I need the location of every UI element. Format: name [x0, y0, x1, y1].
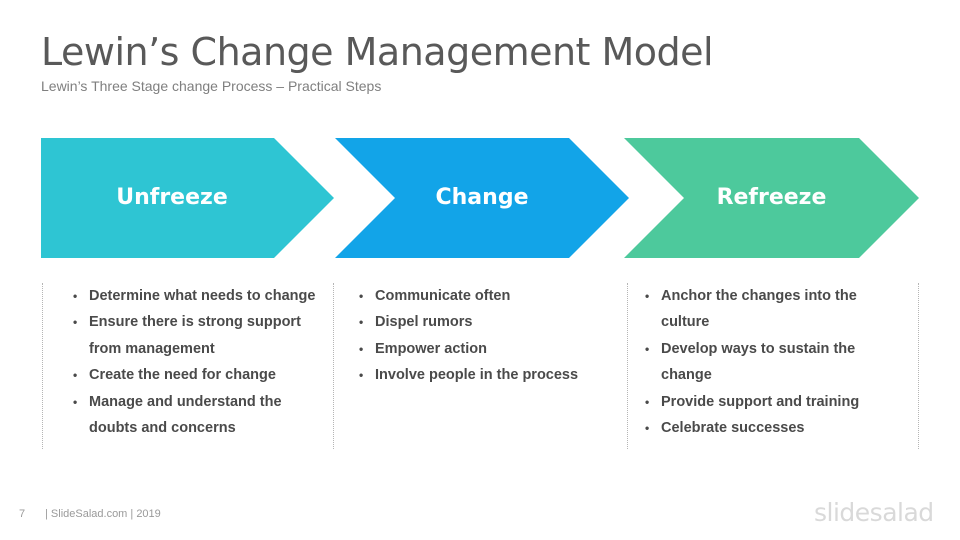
bullet-icon: •	[645, 394, 650, 409]
slide-title: Lewin’s Change Management Model	[41, 30, 714, 74]
bullet-icon: •	[73, 289, 78, 303]
bullet-icon: •	[359, 341, 364, 356]
list-item: •Create the need for change	[71, 362, 321, 388]
list-item: •Manage and understand the doubts and co…	[71, 389, 321, 442]
bullet-icon: •	[359, 315, 364, 330]
list-item: •Determine what needs to change	[71, 283, 321, 309]
bullet-icon: •	[73, 394, 78, 409]
list-item: •Dispel rumors	[357, 309, 607, 335]
dotted-divider	[42, 283, 43, 449]
bullet-icon: •	[645, 421, 650, 436]
list-item: •Empower action	[357, 336, 607, 362]
arrow-shape-change	[335, 138, 629, 258]
slidesalad-logo: slidesalad	[814, 498, 934, 527]
list-item: •Ensure there is strong support from man…	[71, 309, 321, 362]
list-item: •Involve people in the process	[357, 362, 607, 388]
footer-text: | SlideSalad.com | 2019	[45, 508, 161, 520]
arrow-shape-refreeze	[624, 138, 919, 258]
dotted-divider	[918, 283, 919, 449]
dotted-divider	[333, 283, 334, 449]
stage-arrow-change: Change	[335, 138, 629, 258]
bullet-icon: •	[73, 315, 78, 330]
change-steps: •Communicate often •Dispel rumors •Empow…	[357, 283, 607, 449]
stage-label-refreeze: Refreeze	[716, 185, 827, 210]
list-item: •Celebrate successes	[643, 415, 868, 441]
unfreeze-steps: •Determine what needs to change •Ensure …	[71, 283, 321, 449]
bullet-icon: •	[73, 368, 78, 383]
bullet-icon: •	[359, 368, 364, 383]
stage-arrow-unfreeze: Unfreeze	[41, 138, 334, 258]
arrow-shape-unfreeze	[41, 138, 334, 258]
stage-arrow-refreeze: Refreeze	[624, 138, 919, 258]
stage-label-unfreeze: Unfreeze	[116, 185, 228, 210]
bullet-icon: •	[359, 289, 364, 303]
list-item: •Communicate often	[357, 283, 607, 309]
slide-subtitle: Lewin’s Three Stage change Process – Pra…	[41, 78, 382, 94]
refreeze-steps: •Anchor the changes into the culture •De…	[643, 283, 868, 449]
list-item: •Anchor the changes into the culture	[643, 283, 868, 336]
bullet-icon: •	[645, 289, 650, 303]
page-number: 7	[19, 508, 26, 520]
bullet-icon: •	[645, 341, 650, 356]
stage-label-change: Change	[435, 185, 529, 210]
list-item: •Provide support and training	[643, 389, 868, 415]
list-item: •Develop ways to sustain the change	[643, 336, 868, 389]
dotted-divider	[627, 283, 628, 449]
